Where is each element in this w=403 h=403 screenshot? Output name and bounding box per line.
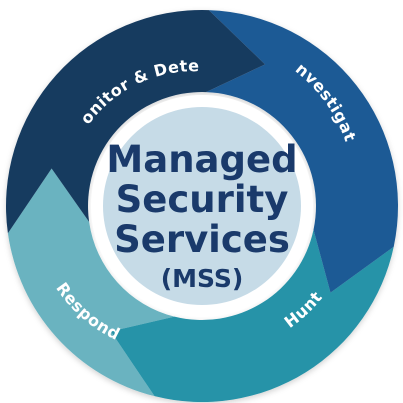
center-title-line-2: Security xyxy=(116,178,289,221)
segment-monitor-detect xyxy=(6,10,266,234)
center-circle xyxy=(103,107,301,305)
segment-hunt xyxy=(110,229,394,403)
center-title-line-1: Managed xyxy=(106,138,297,181)
segment-investigate xyxy=(205,10,399,293)
center-abbreviation: (MSS) xyxy=(161,264,244,293)
segment-respond xyxy=(7,168,175,397)
center-title-line-3: Services xyxy=(114,218,290,261)
